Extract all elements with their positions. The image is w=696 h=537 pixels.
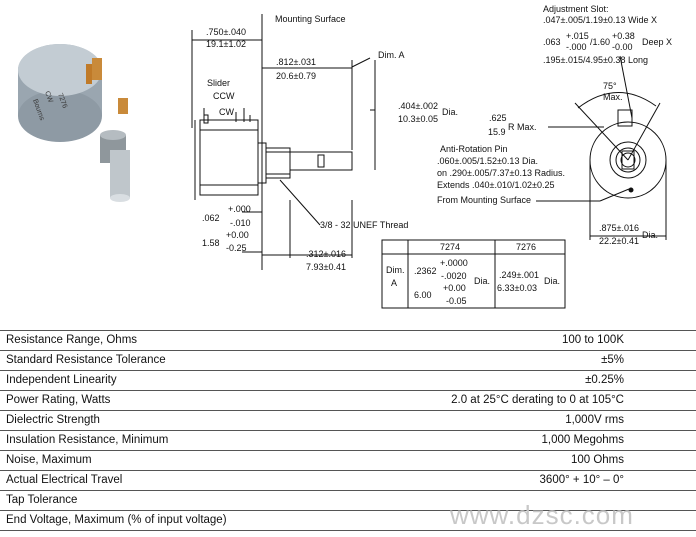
- adj-line-1: .047±.005/1.19±0.13 Wide X: [543, 15, 657, 25]
- deep-x-label: Deep X: [642, 37, 672, 47]
- thread-label: 3/8 - 32 UNEF Thread: [320, 220, 408, 230]
- pot-label-1: CW: [43, 90, 54, 104]
- spec-value: 100 to 100K: [561, 334, 624, 346]
- spec-row: Power Rating, Watts 2.0 at 25°C derating…: [0, 391, 696, 411]
- cw-label: CW: [219, 107, 234, 117]
- dim-103: 10.3±0.05: [398, 114, 438, 124]
- spec-row: Standard Resistance Tolerance ±5%: [0, 351, 696, 371]
- tol-000b: +0.00: [226, 230, 249, 240]
- slider-label: Slider: [207, 78, 230, 88]
- dim-404-dia: Dia.: [442, 107, 458, 117]
- spec-value: 1,000V rms: [565, 414, 624, 426]
- table-col-7274: 7274: [440, 242, 460, 252]
- table-v1-dia: Dia.: [474, 276, 490, 286]
- dim-812: .812±.031: [276, 57, 316, 67]
- angle-max: Max.: [603, 92, 623, 102]
- adj-160: /1.60: [590, 37, 610, 47]
- spec-name: Resistance Range, Ohms: [6, 334, 138, 346]
- arp-title: Anti-Rotation Pin: [440, 144, 508, 154]
- adj-slot-title: Adjustment Slot:: [543, 4, 609, 14]
- radius-625: .625: [489, 113, 507, 123]
- adj-063: .063: [543, 37, 561, 47]
- dim-a-table: [381, 239, 566, 309]
- spec-name: Actual Electrical Travel: [6, 474, 123, 486]
- spec-row: Insulation Resistance, Minimum 1,000 Meg…: [0, 431, 696, 451]
- dim-062: .062: [202, 213, 220, 223]
- table-v2-a: .249±.001: [499, 270, 539, 280]
- table-row-a: A: [391, 278, 397, 288]
- spec-row: Noise, Maximum 100 Ohms: [0, 451, 696, 471]
- adj-line-3: .195±.015/4.95±0.38 Long: [543, 55, 648, 65]
- table-v1-mtp: +0.00: [443, 283, 466, 293]
- table-v2-dia: Dia.: [544, 276, 560, 286]
- spec-row: Actual Electrical Travel 3600° + 10° – 0…: [0, 471, 696, 491]
- spec-value: 3600° + 10° – 0°: [539, 474, 624, 486]
- radius-159: 15.9: [488, 127, 506, 137]
- tol-025: -0.25: [226, 243, 247, 253]
- radius-max-label: R Max.: [508, 122, 537, 132]
- table-v1-tp: +.0000: [440, 258, 468, 268]
- spec-value: 2.0 at 25°C derating to 0 at 105°C: [451, 394, 624, 406]
- adj-000: -.000: [566, 42, 587, 52]
- drawing-svg: CW 7276 Bourns .750±.040: [18, 4, 672, 309]
- spec-row: Independent Linearity ±0.25%: [0, 371, 696, 391]
- dim-875: .875±.016: [599, 223, 639, 233]
- spec-name: Insulation Resistance, Minimum: [6, 434, 169, 446]
- dim-875-dia: Dia.: [642, 230, 658, 240]
- arp-line-4: From Mounting Surface: [437, 195, 531, 205]
- angle-75: 75°: [603, 81, 617, 91]
- dim-19: 19.1±1.02: [206, 39, 246, 49]
- spec-row: Resistance Range, Ohms 100 to 100K: [0, 330, 696, 351]
- table-v1-tm: -.0020: [441, 271, 467, 281]
- table-col-7276: 7276: [516, 242, 536, 252]
- spec-name: Tap Tolerance: [6, 494, 78, 506]
- dim-312: .312±.016: [306, 249, 346, 259]
- dim-222: 22.2±0.41: [599, 236, 639, 246]
- spec-value: ±5%: [601, 354, 624, 366]
- spec-row: Tap Tolerance: [0, 491, 696, 511]
- arp-line-2: on .290±.005/7.37±0.13 Radius.: [437, 168, 565, 178]
- spec-name: Standard Resistance Tolerance: [6, 354, 166, 366]
- specifications-table: Resistance Range, Ohms 100 to 100K Stand…: [0, 330, 696, 531]
- dim-158: 1.58: [202, 238, 220, 248]
- dim-206: 20.6±0.79: [276, 71, 316, 81]
- dim-793: 7.93±0.41: [306, 262, 346, 272]
- table-v1-mm: 6.00: [414, 290, 432, 300]
- watermark: www.dzsc.com: [450, 500, 634, 530]
- arp-line-3: Extends .040±.010/1.02±0.25: [437, 180, 554, 190]
- arp-line-1: .060±.005/1.52±0.13 Dia.: [437, 156, 538, 166]
- adj-000b: -0.00: [612, 42, 633, 52]
- tol-010: -.010: [230, 218, 251, 228]
- pot-label-2: 7276: [56, 92, 68, 109]
- ccw-label: CCW: [213, 91, 235, 101]
- spec-row: End Voltage, Maximum (% of input voltage…: [0, 511, 696, 531]
- table-v2-b: 6.33±0.03: [497, 283, 537, 293]
- spec-value: ±0.25%: [585, 374, 624, 386]
- front-view: [536, 55, 667, 240]
- adj-015: +.015: [566, 31, 589, 41]
- spec-row: Dielectric Strength 1,000V rms: [0, 411, 696, 431]
- spec-value: 1,000 Megohms: [541, 434, 624, 446]
- potentiometer-photo: CW 7276 Bourns: [18, 44, 130, 202]
- spec-name: End Voltage, Maximum (% of input voltage…: [6, 514, 227, 526]
- table-v1-mtm: -0.05: [446, 296, 467, 306]
- dim-750: .750±.040: [206, 27, 246, 37]
- dim-404: .404±.002: [398, 101, 438, 111]
- dim-a-label: Dim. A: [378, 50, 405, 60]
- spec-value: 100 Ohms: [570, 454, 624, 466]
- adj-038: +0.38: [612, 31, 635, 41]
- spec-name: Dielectric Strength: [6, 414, 100, 426]
- technical-drawing: CW 7276 Bourns .750±.040: [18, 4, 672, 309]
- table-v1-main: .2362: [414, 266, 437, 276]
- table-row-dim: Dim.: [386, 265, 405, 275]
- tol-000: +.000: [228, 204, 251, 214]
- spec-name: Noise, Maximum: [6, 454, 92, 466]
- side-view: [191, 14, 376, 270]
- spec-name: Independent Linearity: [6, 374, 117, 386]
- mounting-surface-label: Mounting Surface: [275, 14, 346, 24]
- spec-name: Power Rating, Watts: [6, 394, 111, 406]
